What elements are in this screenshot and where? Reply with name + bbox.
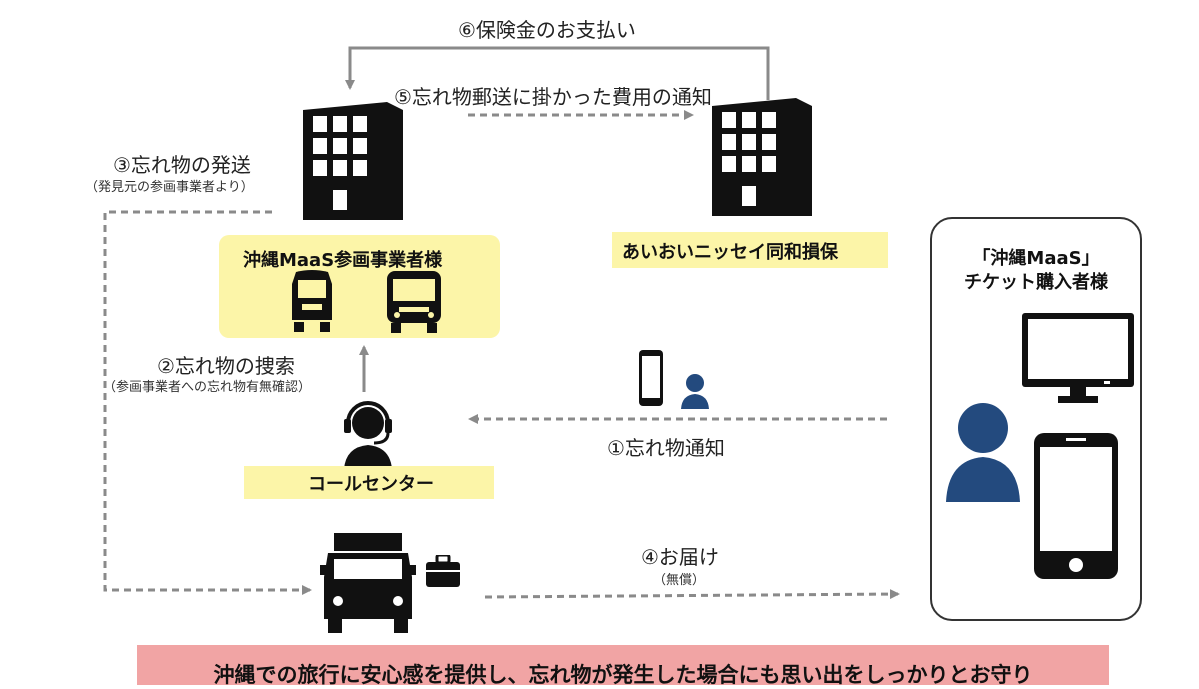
step1-label: ①忘れ物通知	[607, 436, 725, 460]
purchaser-label-line1: 「沖縄MaaS」	[972, 248, 1100, 269]
step2-sublabel: （参画事業者への忘れ物有無確認）	[103, 380, 312, 395]
smartphone-icon	[1034, 433, 1118, 579]
operators-label: 沖縄MaaS参画事業者様	[243, 250, 443, 271]
call-center-label: コールセンター	[308, 474, 434, 495]
bottom-banner: 沖縄での旅行に安心感を提供し、忘れ物が発生した場合にも思い出をしっかりとお守り	[137, 645, 1109, 687]
insurer-label: あいおいニッセイ同和損保	[622, 242, 838, 263]
person-icon	[681, 374, 709, 409]
bus-icon	[387, 271, 441, 333]
smartphone-icon	[639, 350, 663, 406]
arrow-step6	[345, 46, 770, 100]
diagram: ⑥保険金のお支払い ⑤忘れ物郵送に掛かった費用の通知 ③忘れ物の発送 （発見元の…	[85, 18, 1142, 687]
suitcase-icon	[426, 555, 460, 587]
person-icon	[946, 403, 1020, 502]
step6-label: ⑥保険金のお支払い	[458, 18, 636, 42]
step3-sublabel: （発見元の参画事業者より）	[85, 180, 254, 195]
banner-text: 沖縄での旅行に安心感を提供し、忘れ物が発生した場合にも思い出をしっかりとお守り	[213, 663, 1033, 687]
step5-label: ⑤忘れ物郵送に掛かった費用の通知	[394, 85, 712, 109]
insurer-box	[612, 232, 888, 268]
connectors	[103, 46, 900, 600]
step4-label: ④お届け	[641, 545, 719, 569]
step3-label: ③忘れ物の発送	[113, 153, 251, 177]
call-center-box	[244, 466, 494, 499]
monorail-icon	[292, 270, 332, 332]
monitor-icon	[1022, 313, 1134, 403]
arrow-step4	[484, 589, 900, 600]
delivery-truck-icon	[320, 533, 416, 633]
office-building-icon	[303, 102, 403, 220]
purchaser-label-line2: チケット購入者様	[964, 272, 1108, 293]
step4-sublabel: （無償）	[653, 573, 706, 588]
operators-box	[219, 235, 500, 338]
step2-label: ②忘れ物の捜索	[157, 354, 295, 378]
office-building-icon	[712, 98, 812, 216]
call-center-operator-icon	[344, 401, 392, 469]
